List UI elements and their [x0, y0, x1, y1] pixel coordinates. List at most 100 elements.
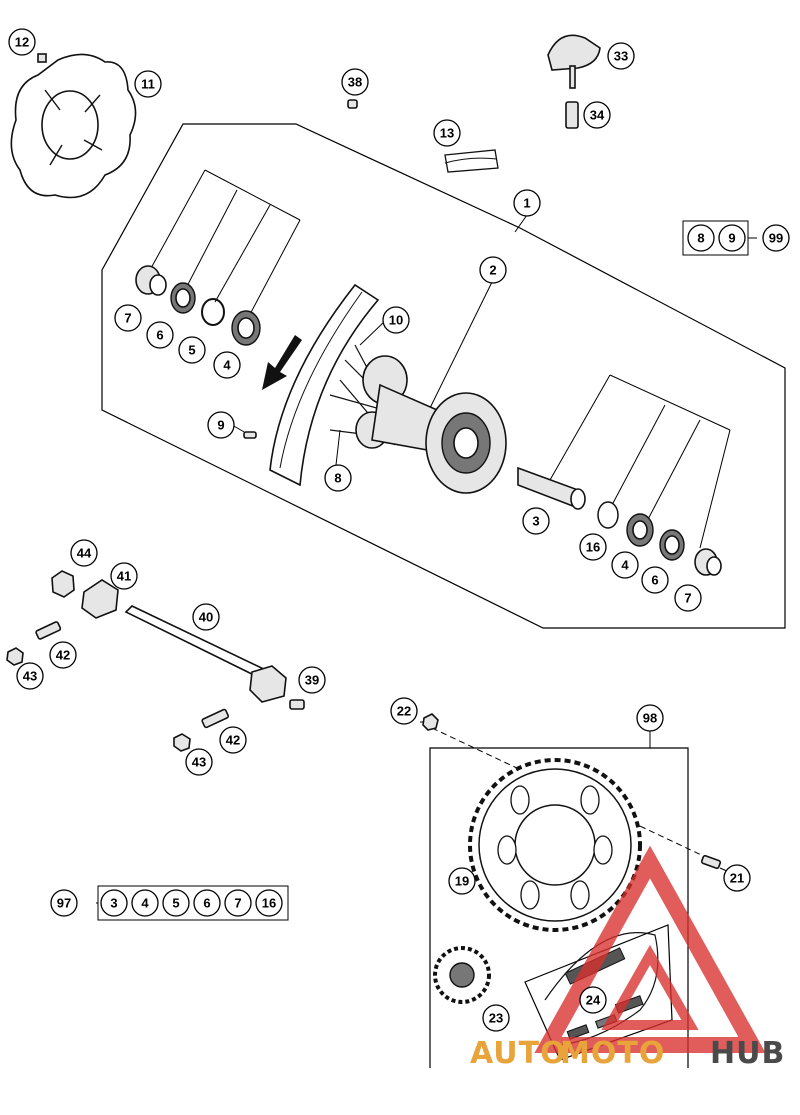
callout-12: 12	[8, 28, 36, 56]
callout-1: 1	[513, 189, 541, 217]
callout-42a: 42	[49, 641, 77, 669]
spoke-nipple	[243, 431, 257, 439]
callout-2: 2	[479, 256, 507, 284]
wheel-assembly-frame	[101, 123, 786, 629]
callout-43b: 43	[185, 748, 213, 776]
callout-number: 10	[389, 313, 403, 328]
callout-number: 41	[117, 569, 131, 584]
kit-97-item: 16	[255, 889, 283, 917]
callout-19: 19	[448, 867, 476, 895]
callout-99: 99	[762, 224, 790, 252]
watermark-text-moto: MOTO	[560, 1036, 665, 1071]
callout-number: 42	[56, 648, 70, 663]
callout-number: 8	[334, 471, 341, 486]
callout-number: 19	[455, 874, 469, 889]
spacer-right	[694, 548, 722, 576]
callout-number: 39	[305, 673, 319, 688]
callout-97: 97	[50, 889, 78, 917]
kit-97-item: 5	[162, 889, 190, 917]
adjuster-screw-left	[35, 621, 62, 640]
spacer-left	[135, 265, 167, 296]
callout-98: 98	[636, 704, 664, 732]
callout-21: 21	[723, 864, 751, 892]
axle-nut	[51, 570, 75, 598]
kit-97-item-number: 6	[203, 896, 210, 911]
adjuster-nut-left	[6, 647, 24, 666]
callout-44: 44	[70, 539, 98, 567]
callout-7a: 7	[114, 304, 142, 332]
callout-7b: 7	[674, 584, 702, 612]
callout-8a: 8	[324, 464, 352, 492]
rear-sprocket	[468, 758, 642, 932]
sprocket-bolt	[422, 713, 439, 731]
adjuster-nut-right	[173, 733, 191, 752]
disc-bolt	[37, 53, 47, 63]
rim-lock-nut	[565, 101, 579, 129]
kit-97-items: 3 4 5 6 7 16	[100, 889, 283, 917]
bearing-right	[626, 513, 654, 547]
callout-number: 6	[651, 573, 658, 588]
callout-number: 7	[684, 591, 691, 606]
callout-22: 22	[390, 697, 418, 725]
kit-97-item-number: 3	[110, 896, 117, 911]
callout-41: 41	[110, 562, 138, 590]
callout-number: 23	[489, 1011, 503, 1026]
kit-99-item-number: 8	[697, 231, 704, 246]
callout-number: 6	[156, 328, 163, 343]
callout-4b: 4	[611, 551, 639, 579]
callout-6b: 6	[641, 566, 669, 594]
brake-disc	[10, 53, 137, 199]
callout-number: 99	[769, 231, 783, 246]
callout-10: 10	[382, 306, 410, 334]
callout-number: 11	[141, 77, 155, 92]
watermark-text-hub: HUB	[710, 1036, 785, 1071]
callout-number: 3	[532, 514, 539, 529]
kit-97-item: 6	[193, 889, 221, 917]
watermark-text-auto: AUTO	[470, 1036, 567, 1071]
callout-number: 16	[586, 540, 600, 555]
rim-tape	[444, 149, 499, 173]
kit-97-item-number: 7	[234, 896, 241, 911]
callout-number: 1	[523, 196, 530, 211]
callout-5: 5	[178, 336, 206, 364]
watermark-logo	[534, 845, 766, 1053]
callout-43a: 43	[16, 662, 44, 690]
callout-13: 13	[433, 119, 461, 147]
callout-4a: 4	[213, 351, 241, 379]
callout-11: 11	[134, 70, 162, 98]
spacer-ring	[597, 501, 619, 529]
kit-97-item-number: 5	[172, 896, 179, 911]
chain-adjuster-right	[249, 665, 287, 703]
sprocket-nut	[700, 854, 722, 870]
callout-number: 13	[440, 126, 454, 141]
shaft-seal-right	[659, 529, 685, 561]
chain-adjuster-left	[81, 579, 119, 619]
kit-97-item-number: 4	[141, 896, 149, 911]
callout-number: 98	[643, 711, 657, 726]
bearing-left	[231, 310, 261, 346]
front-sprocket	[433, 946, 491, 1004]
kit-97-item: 7	[224, 889, 252, 917]
callout-number: 7	[124, 311, 131, 326]
callout-number: 22	[397, 704, 411, 719]
kit-99-item: 9	[718, 224, 746, 252]
callout-number: 9	[217, 418, 224, 433]
callout-number: 4	[223, 358, 231, 373]
callout-number: 21	[730, 871, 744, 886]
callout-number: 12	[15, 35, 29, 50]
rim-lock	[547, 34, 601, 89]
callout-9a: 9	[207, 411, 235, 439]
kit-99-item: 8	[687, 224, 715, 252]
callout-number: 43	[192, 755, 206, 770]
callout-3a: 3	[522, 507, 550, 535]
callout-number: 40	[199, 610, 213, 625]
callout-24: 24	[579, 986, 607, 1014]
callout-number: 33	[614, 49, 628, 64]
hub	[329, 344, 507, 494]
callout-16: 16	[579, 533, 607, 561]
watermark-text: AUTO MOTO HUB	[470, 1036, 785, 1071]
callout-number: 4	[621, 558, 629, 573]
valve-cap	[347, 99, 358, 109]
